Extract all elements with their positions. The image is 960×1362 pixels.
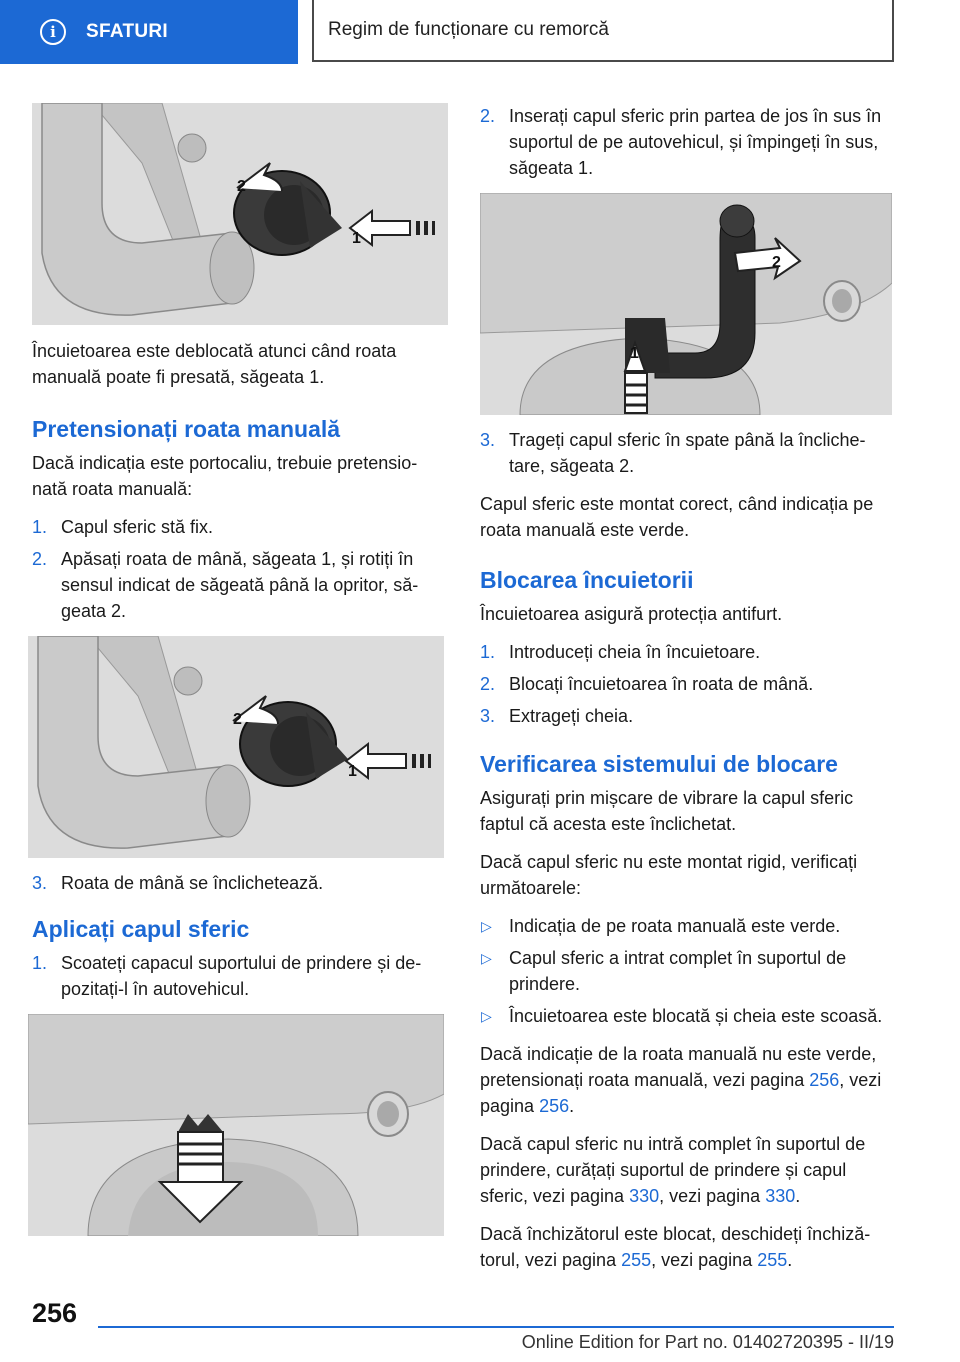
pretension-step-3: 3. Roata de mână se înclichetează. xyxy=(32,870,450,896)
paragraph-text: Dacă capul sferic nu intră complet în su… xyxy=(480,1134,866,1206)
figure-label-2: 2 xyxy=(233,711,242,728)
footer-edition: Online Edition for Part no. 01402720395 … xyxy=(521,1332,894,1352)
page-link-256[interactable]: 256 xyxy=(809,1070,840,1090)
list-item: 2. Apăsați roata de mână, săgeata 1, și r… xyxy=(32,546,450,624)
apply-ball-steps: 1. Scoateți capacul suportului de prinder… xyxy=(32,950,450,1002)
unlock-paragraph: Încuietoarea este deblocată atunci când … xyxy=(32,341,397,387)
heading-verify: Verificarea sistemului de blocare xyxy=(480,751,838,777)
list-item: 3. Trageți capul sferic în spate până la … xyxy=(480,427,892,479)
list-item: ▷ Încuietoarea este blocată și cheia este… xyxy=(480,1003,892,1029)
right-column: 2. Inserați capul sferic prin partea de j… xyxy=(480,103,892,1285)
list-item: 2. Inserați capul sferic prin partea de j… xyxy=(480,103,892,181)
page-link-330[interactable]: 330 xyxy=(765,1186,796,1206)
step-number: 2. xyxy=(480,674,496,694)
figure-insert-ball: 1 2 xyxy=(480,193,892,415)
bullet-text: Capul sferic a intrat complet în suportu… xyxy=(509,948,847,994)
step-text: Apăsați roata de mână, săgeata 1, și rot… xyxy=(61,549,419,621)
triangle-bullet-icon: ▷ xyxy=(481,918,492,934)
verify-p3: Dacă indicație de la roata manuală nu es… xyxy=(480,1041,892,1119)
step-number: 3. xyxy=(480,706,496,726)
step-text: Trageți capul sferic în spate până la în… xyxy=(509,430,866,476)
step-number: 2. xyxy=(480,106,496,126)
pretension-intro: Dacă indicația este portocaliu, trebuie … xyxy=(32,453,418,499)
step-number: 3. xyxy=(480,430,496,450)
heading-apply-ball: Aplicați capul sferic xyxy=(32,916,250,942)
paragraph-text: Dacă indicație de la roata manuală nu es… xyxy=(480,1044,877,1090)
step-number: 3. xyxy=(32,873,48,893)
chapter-title: Regim de funcționare cu remorcă xyxy=(328,19,609,40)
figure-label-1: 1 xyxy=(352,230,361,247)
bullet-text: Indicația de pe roata manuală este verde… xyxy=(509,916,841,936)
verify-p1: Asigurați prin mișcare de vibrare la cap… xyxy=(480,788,854,834)
figure-label-2: 2 xyxy=(237,178,246,195)
pretension-steps: 1. Capul sferic stă fix. 2. Apăsați roata … xyxy=(32,514,450,624)
info-icon: i xyxy=(40,19,66,45)
page-link-255[interactable]: 255 xyxy=(757,1250,788,1270)
step-number: 1. xyxy=(32,517,48,537)
list-item: 3. Extrageți cheia. xyxy=(480,703,892,729)
heading-pretension: Pretensionați roata manuală xyxy=(32,416,341,442)
page-link-330[interactable]: 330 xyxy=(629,1186,660,1206)
verify-p2: Dacă capul sferic nu este montat rigid, … xyxy=(480,852,858,898)
list-item: 1. Scoateți capacul suportului de prinder… xyxy=(32,950,450,1002)
page-link-256[interactable]: 256 xyxy=(539,1096,570,1116)
list-item: 1. Capul sferic stă fix. xyxy=(32,514,450,540)
triangle-bullet-icon: ▷ xyxy=(481,950,492,966)
verify-checklist: ▷ Indicația de pe roata manuală este verd… xyxy=(480,913,892,1029)
figure-handwheel-rotate: 1 2 xyxy=(28,636,444,858)
verify-p5: Dacă închizătorul este blocat, deschideț… xyxy=(480,1221,892,1273)
step-text: Inserați capul sferic prin partea de jos… xyxy=(509,106,882,178)
lock-steps: 1. Introduceți cheia în încuietoare. 2. Bl… xyxy=(480,639,892,729)
triangle-bullet-icon: ▷ xyxy=(481,1008,492,1024)
list-item: ▷ Indicația de pe roata manuală este verd… xyxy=(480,913,892,939)
figure-label-1: 1 xyxy=(630,345,639,362)
step-text: Blocați încuietoarea în roata de mână. xyxy=(509,674,814,694)
figure-remove-cover xyxy=(28,1014,444,1236)
section-tab: i SFATURI xyxy=(0,0,298,64)
paragraph-text: , vezi pagina xyxy=(659,1186,766,1206)
step-text: Roata de mână se înclichetează. xyxy=(61,873,324,893)
section-label: SFATURI xyxy=(86,21,168,42)
verify-p4: Dacă capul sferic nu intră complet în su… xyxy=(480,1131,892,1209)
step-text: Introduceți cheia în încuietoare. xyxy=(509,642,761,662)
step-text: Extrageți cheia. xyxy=(509,706,634,726)
step-text: Scoateți capacul suportului de prindere … xyxy=(61,953,422,999)
bullet-text: Încuietoarea este blocată și cheia este … xyxy=(509,1006,883,1026)
paragraph-text: . xyxy=(795,1186,801,1206)
paragraph-text: , vezi pagina xyxy=(651,1250,758,1270)
pull-ball-step-3: 3. Trageți capul sferic în spate până la … xyxy=(480,427,892,479)
page-number: 256 xyxy=(32,1298,78,1328)
paragraph-text: . xyxy=(787,1250,793,1270)
chapter-title-box: Regim de funcționare cu remorcă xyxy=(312,0,894,62)
figure-label-1: 1 xyxy=(348,763,357,780)
figure-handwheel-unlock: 1 2 xyxy=(32,103,448,325)
step-number: 1. xyxy=(32,953,48,973)
correct-mount-paragraph: Capul sferic este montat corect, când in… xyxy=(480,494,874,540)
list-item: 3. Roata de mână se înclichetează. xyxy=(32,870,450,896)
footer-divider xyxy=(98,1326,894,1328)
left-column: 1 2 Încuietoarea este deblocată atunci c… xyxy=(28,103,450,1236)
step-number: 2. xyxy=(32,549,48,569)
page-link-255[interactable]: 255 xyxy=(621,1250,652,1270)
insert-ball-step-2: 2. Inserați capul sferic prin partea de j… xyxy=(480,103,892,181)
list-item: 1. Introduceți cheia în încuietoare. xyxy=(480,639,892,665)
step-text: Capul sferic stă fix. xyxy=(61,517,214,537)
heading-lock: Blocarea încuietorii xyxy=(480,567,694,593)
list-item: ▷ Capul sferic a intrat complet în suport… xyxy=(480,945,892,997)
paragraph-text: , vezi pagina xyxy=(480,1070,882,1116)
list-item: 2. Blocați încuietoarea în roata de mână. xyxy=(480,671,892,697)
step-number: 1. xyxy=(480,642,496,662)
paragraph-text: Dacă închizătorul este blocat, deschideț… xyxy=(480,1224,871,1270)
lock-intro: Încuietoarea asigură protecția antifurt. xyxy=(480,604,783,624)
paragraph-text: . xyxy=(569,1096,575,1116)
figure-label-2: 2 xyxy=(772,254,781,271)
